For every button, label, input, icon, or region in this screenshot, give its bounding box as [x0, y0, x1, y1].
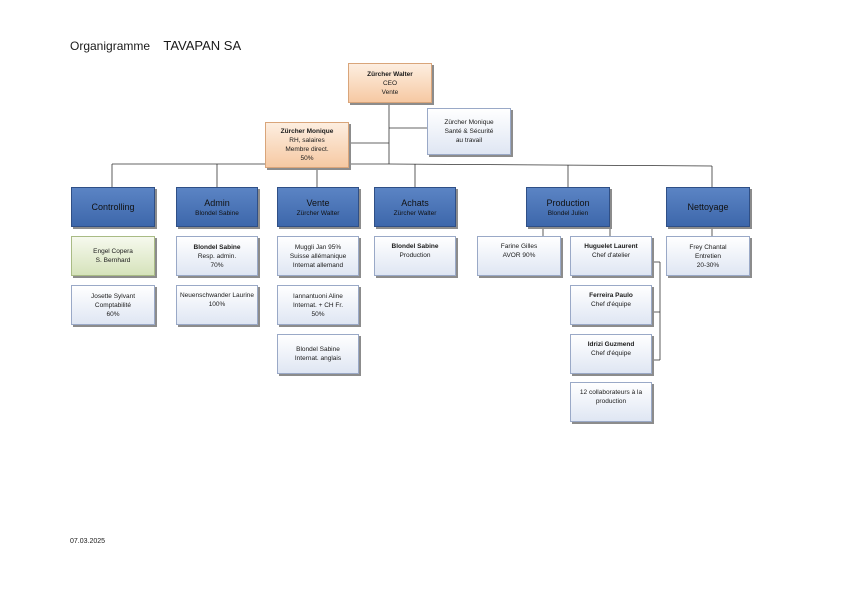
page-title: Organigramme TAVAPAN SA — [70, 38, 241, 53]
hr-name: Zürcher Monique — [280, 128, 334, 135]
staff-line: Blondel Sabine — [296, 346, 340, 353]
staff-name: Ferreira Paulo — [589, 292, 633, 299]
staff-box: Farine Gilles AVOR 90% — [477, 236, 561, 276]
staff-name: Huguelet Laurent — [584, 243, 638, 250]
staff-line: S. Bernhard — [95, 257, 131, 264]
staff-box: Blondel Sabine Internat. anglais — [277, 334, 359, 374]
staff-line: Iannantuoni Aline — [293, 292, 343, 300]
staff-line: 70% — [210, 261, 224, 269]
ceo-box: Zürcher Walter CEO Vente — [348, 63, 432, 103]
dept-name: Production — [546, 197, 590, 208]
dept-name: Nettoyage — [687, 202, 729, 212]
hr-line: 50% — [300, 155, 314, 162]
staff-line: Chef d'atelier — [591, 252, 631, 259]
staff-line: Comptabilité — [94, 301, 132, 309]
staff-line: Chef d'équipe — [591, 301, 631, 308]
staff-line: Engel Copera — [93, 248, 133, 255]
staff-line: Frey Chantal — [689, 243, 727, 251]
dept-head: Blondel Julien — [547, 209, 589, 217]
staff-line: Muggli Jan 95% — [294, 243, 342, 251]
safety-line: Santé & Sécurité — [444, 128, 494, 135]
hr-box: Zürcher Monique RH, salaires Membre dire… — [265, 122, 349, 168]
dept-head: Zürcher Walter — [296, 209, 340, 217]
ceo-name: Zürcher Walter — [367, 70, 413, 78]
staff-box: Josette Sylvant Comptabilité 60% — [71, 285, 155, 325]
staff-box: Idrizi Guzmend Chef d'équipe — [570, 334, 652, 374]
staff-box: Blondel Sabine Production — [374, 236, 456, 276]
dept-production: Production Blondel Julien — [526, 187, 610, 227]
staff-box: Huguelet Laurent Chef d'atelier — [570, 236, 652, 276]
staff-line: Chef d'équipe — [591, 350, 631, 357]
dept-head: Blondel Sabine — [195, 209, 239, 217]
staff-line: Internat. anglais — [294, 355, 342, 362]
staff-line: Production — [399, 252, 431, 259]
dept-nettoyage: Nettoyage — [666, 187, 750, 227]
dept-name: Admin — [204, 197, 230, 208]
dept-admin: Admin Blondel Sabine — [176, 187, 258, 227]
staff-line: Josette Sylvant — [90, 292, 136, 300]
staff-box: 12 collaborateurs à la production — [570, 382, 652, 422]
ceo-line: Vente — [381, 88, 399, 96]
staff-line: Resp. admin. — [197, 252, 237, 260]
dept-name: Controlling — [91, 202, 135, 212]
staff-line: 60% — [106, 310, 120, 318]
dept-controlling: Controlling — [71, 187, 155, 227]
staff-name: Idrizi Guzmend — [587, 341, 635, 348]
staff-name: Blondel Sabine — [391, 243, 439, 250]
safety-box: Zürcher Monique Santé & Sécurité au trav… — [427, 108, 511, 155]
staff-box: Ferreira Paulo Chef d'équipe — [570, 285, 652, 325]
staff-box: Neuenschwander Laurine 100% — [176, 285, 258, 325]
staff-box: Muggli Jan 95% Suisse allémanique Intern… — [277, 236, 359, 276]
department-bus — [388, 163, 713, 167]
staff-line: 12 collaborateurs à la — [579, 389, 643, 396]
staff-line: Suisse allémanique — [289, 252, 347, 260]
title-label: Organigramme — [70, 39, 151, 53]
staff-line: production — [595, 398, 627, 405]
staff-line: Internat allemand — [292, 261, 344, 269]
staff-box: Engel Copera S. Bernhard — [71, 236, 155, 276]
company-name: TAVAPAN SA — [163, 38, 242, 53]
dept-achats: Achats Zürcher Walter — [374, 187, 456, 227]
safety-line: Zürcher Monique — [444, 119, 494, 126]
staff-line: 20-30% — [696, 261, 720, 269]
staff-line: 50% — [311, 310, 325, 318]
dept-name: Vente — [306, 197, 330, 208]
staff-line: Farine Gilles — [500, 243, 538, 250]
staff-box: Blondel Sabine Resp. admin. 70% — [176, 236, 258, 276]
dept-head: Zürcher Walter — [393, 209, 437, 217]
hr-line: Membre direct. — [285, 146, 329, 153]
staff-box: Frey Chantal Entretien 20-30% — [666, 236, 750, 276]
staff-line: AVOR 90% — [502, 252, 536, 259]
staff-line: 100% — [208, 301, 226, 308]
staff-name: Blondel Sabine — [193, 243, 241, 251]
staff-line: Neuenschwander Laurine — [179, 292, 255, 299]
dept-name: Achats — [401, 197, 429, 208]
staff-line: Internat. + CH Fr. — [292, 301, 344, 309]
staff-line: Entretien — [694, 252, 722, 260]
staff-box: Iannantuoni Aline Internat. + CH Fr. 50% — [277, 285, 359, 325]
ceo-line: CEO — [382, 79, 398, 87]
hr-line: RH, salaires — [289, 137, 325, 144]
print-date: 07.03.2025 — [70, 538, 106, 545]
dept-vente: Vente Zürcher Walter — [277, 187, 359, 227]
safety-line: au travail — [455, 137, 483, 144]
